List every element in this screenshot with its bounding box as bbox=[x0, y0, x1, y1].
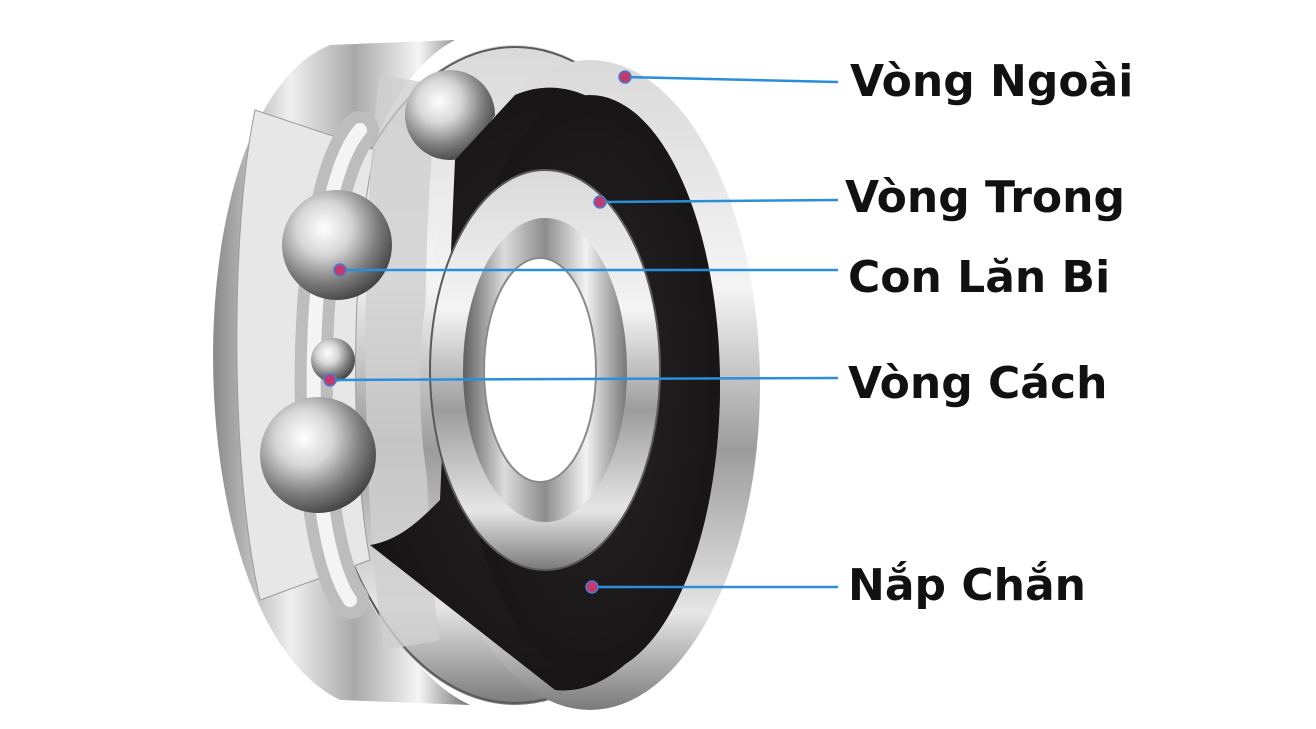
inner-ring bbox=[429, 169, 661, 571]
marker-dot-ball bbox=[333, 263, 347, 277]
leader-line-inner-ring bbox=[599, 198, 839, 204]
label-ball: Con Lăn Bi bbox=[848, 252, 1111, 303]
leader-line-outer-ring bbox=[624, 75, 839, 84]
cage bbox=[294, 111, 379, 619]
label-cage: Vòng Cách bbox=[848, 358, 1108, 409]
marker-dot-cage bbox=[323, 373, 337, 387]
marker-dot-inner-ring bbox=[593, 195, 607, 209]
leader-line-cage bbox=[329, 376, 839, 382]
label-shield: Nắp Chắn bbox=[848, 560, 1086, 611]
label-outer-ring: Vòng Ngoài bbox=[850, 56, 1134, 107]
label-inner-ring: Vòng Trong bbox=[845, 172, 1125, 223]
balls bbox=[260, 70, 495, 513]
marker-dots bbox=[323, 70, 632, 594]
marker-dot-outer-ring bbox=[618, 70, 632, 84]
marker-dot-shield bbox=[585, 580, 599, 594]
leader-lines bbox=[329, 75, 839, 589]
